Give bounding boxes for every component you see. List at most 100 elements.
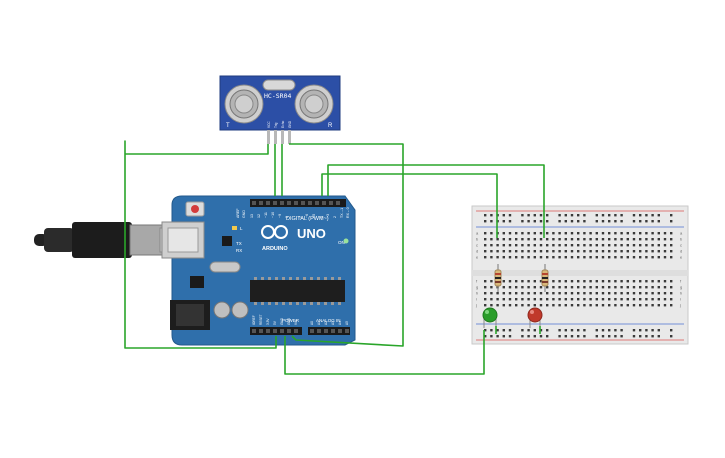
breadboard-hole[interactable]: [663, 304, 667, 307]
breadboard-hole[interactable]: [484, 244, 487, 247]
breadboard-hole[interactable]: [521, 304, 524, 307]
breadboard-hole[interactable]: [583, 238, 586, 241]
breadboard-hole[interactable]: [608, 232, 611, 235]
breadboard-hole[interactable]: [651, 298, 654, 301]
breadboard-hole[interactable]: [484, 250, 487, 253]
breadboard-hole[interactable]: [558, 292, 561, 295]
resistor-1[interactable]: [494, 264, 502, 292]
breadboard-hole[interactable]: [589, 238, 592, 241]
breadboard-hole[interactable]: [527, 286, 530, 289]
breadboard-hole[interactable]: [583, 256, 586, 259]
breadboard-hole[interactable]: [496, 304, 499, 307]
breadboard-hole[interactable]: [533, 256, 536, 259]
breadboard-hole[interactable]: [515, 286, 518, 289]
breadboard-hole[interactable]: [645, 286, 648, 289]
breadboard-hole[interactable]: [595, 214, 598, 217]
breadboard-hole[interactable]: [570, 256, 574, 259]
breadboard-hole[interactable]: [521, 232, 524, 235]
breadboard-hole[interactable]: [564, 238, 567, 241]
breadboard-hole[interactable]: [608, 256, 611, 259]
breadboard-hole[interactable]: [496, 292, 499, 295]
breadboard-hole[interactable]: [583, 329, 586, 332]
breadboard-hole[interactable]: [645, 292, 648, 295]
breadboard-hole[interactable]: [670, 329, 673, 332]
breadboard-hole[interactable]: [515, 244, 518, 247]
breadboard-hole[interactable]: [558, 238, 561, 241]
breadboard-hole[interactable]: [484, 280, 487, 283]
breadboard-hole[interactable]: [564, 214, 567, 217]
breadboard-hole[interactable]: [533, 298, 536, 301]
breadboard-hole[interactable]: [552, 250, 555, 253]
breadboard-hole[interactable]: [508, 329, 512, 332]
breadboard-hole[interactable]: [577, 214, 580, 217]
breadboard-hole[interactable]: [539, 214, 543, 217]
breadboard-hole[interactable]: [639, 329, 642, 332]
breadboard-hole[interactable]: [589, 256, 592, 259]
breadboard-hole[interactable]: [657, 214, 660, 217]
breadboard-hole[interactable]: [614, 256, 617, 259]
breadboard-hole[interactable]: [527, 256, 530, 259]
breadboard-hole[interactable]: [490, 244, 493, 247]
breadboard-hole[interactable]: [670, 256, 673, 259]
breadboard-hole[interactable]: [657, 238, 660, 241]
breadboard-hole[interactable]: [502, 250, 505, 253]
breadboard-hole[interactable]: [558, 298, 561, 301]
breadboard-hole[interactable]: [620, 244, 623, 247]
breadboard-hole[interactable]: [670, 292, 673, 295]
breadboard-hole[interactable]: [601, 220, 605, 223]
breadboard-hole[interactable]: [539, 250, 543, 253]
breadboard-hole[interactable]: [508, 286, 512, 289]
breadboard-hole[interactable]: [632, 244, 636, 247]
breadboard-hole[interactable]: [595, 238, 598, 241]
breadboard-hole[interactable]: [502, 280, 505, 283]
breadboard-hole[interactable]: [614, 244, 617, 247]
breadboard-hole[interactable]: [546, 214, 549, 217]
breadboard-hole[interactable]: [626, 286, 629, 289]
breadboard-hole[interactable]: [595, 304, 598, 307]
led-red[interactable]: [527, 307, 543, 328]
breadboard-hole[interactable]: [521, 298, 524, 301]
breadboard-hole[interactable]: [589, 250, 592, 253]
breadboard-hole[interactable]: [601, 250, 605, 253]
breadboard-hole[interactable]: [490, 256, 493, 259]
breadboard-hole[interactable]: [626, 238, 629, 241]
breadboard-hole[interactable]: [521, 286, 524, 289]
breadboard-hole[interactable]: [608, 214, 611, 217]
breadboard-hole[interactable]: [663, 244, 667, 247]
breadboard-hole[interactable]: [583, 232, 586, 235]
breadboard-hole[interactable]: [651, 256, 654, 259]
breadboard-hole[interactable]: [552, 280, 555, 283]
breadboard-hole[interactable]: [539, 232, 543, 235]
breadboard-hole[interactable]: [608, 250, 611, 253]
led-green[interactable]: [482, 307, 498, 328]
breadboard-hole[interactable]: [583, 220, 586, 223]
breadboard-hole[interactable]: [608, 329, 611, 332]
breadboard-hole[interactable]: [645, 214, 648, 217]
breadboard-hole[interactable]: [490, 298, 493, 301]
breadboard-hole[interactable]: [502, 304, 505, 307]
breadboard-hole[interactable]: [670, 232, 673, 235]
breadboard-hole[interactable]: [570, 250, 574, 253]
breadboard-hole[interactable]: [521, 256, 524, 259]
breadboard-hole[interactable]: [502, 286, 505, 289]
breadboard-hole[interactable]: [539, 220, 543, 223]
breadboard-hole[interactable]: [539, 238, 543, 241]
breadboard-hole[interactable]: [651, 238, 654, 241]
breadboard-hole[interactable]: [670, 280, 673, 283]
breadboard-hole[interactable]: [577, 304, 580, 307]
breadboard-hole[interactable]: [651, 214, 654, 217]
breadboard-hole[interactable]: [614, 329, 617, 332]
breadboard-hole[interactable]: [595, 220, 598, 223]
breadboard-hole[interactable]: [539, 335, 543, 338]
breadboard-hole[interactable]: [552, 232, 555, 235]
breadboard-hole[interactable]: [577, 329, 580, 332]
breadboard-hole[interactable]: [670, 298, 673, 301]
breadboard-hole[interactable]: [639, 238, 642, 241]
breadboard-hole[interactable]: [515, 304, 518, 307]
breadboard-hole[interactable]: [670, 250, 673, 253]
breadboard-hole[interactable]: [552, 286, 555, 289]
breadboard-hole[interactable]: [570, 329, 574, 332]
breadboard-hole[interactable]: [651, 335, 654, 338]
breadboard-hole[interactable]: [595, 244, 598, 247]
breadboard-hole[interactable]: [577, 238, 580, 241]
